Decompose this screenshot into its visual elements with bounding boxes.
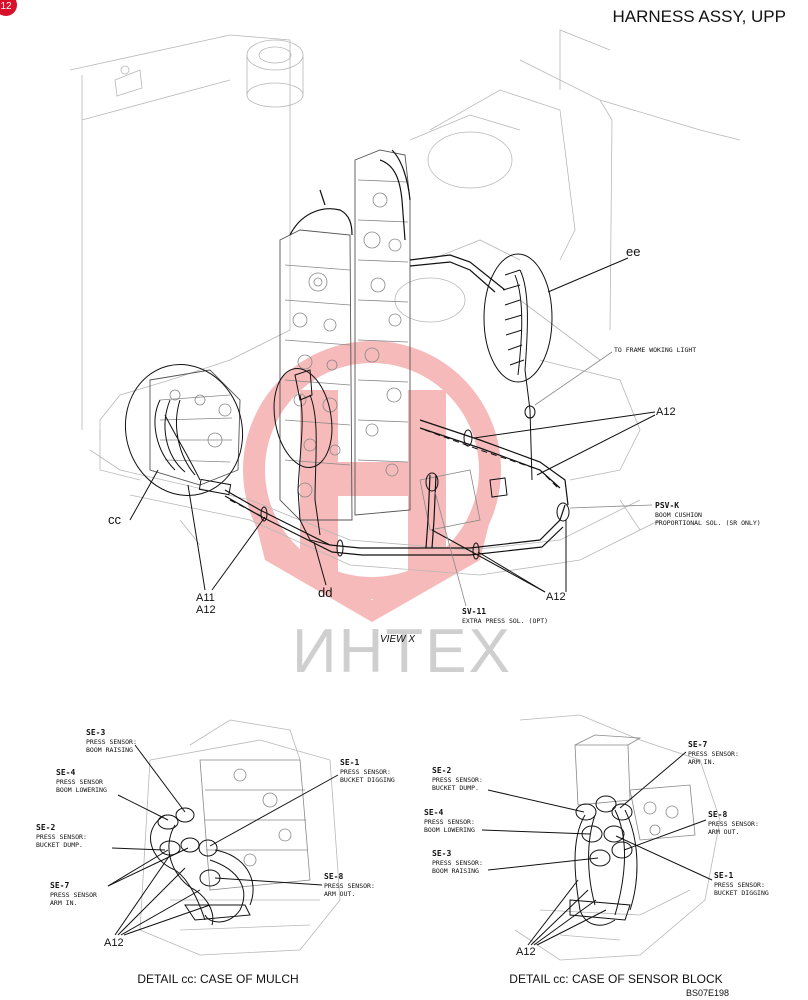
page-badge: 12 <box>0 0 17 16</box>
view-x-caption: VIEW X <box>380 634 415 645</box>
callout-a12-left: A12 <box>196 604 216 616</box>
block-se3-l1: PRESS SENSOR: <box>432 859 483 867</box>
block-se7-l1: PRESS SENSOR: <box>688 750 739 758</box>
block-se1-l1: PRESS SENSOR: <box>714 881 765 889</box>
block-se4-l1: PRESS SENSOR: <box>424 818 475 826</box>
block-se8-l1: PRESS SENSOR: <box>708 820 759 828</box>
page-title: HARNESS ASSY, UPP <box>612 7 786 26</box>
detail-sensor-block-drawing <box>514 714 721 961</box>
callout-frame-light: TO FRAME WOKING LIGHT <box>614 346 696 354</box>
callout-ee: ee <box>626 244 640 259</box>
block-se1-code: SE-1 <box>714 871 733 880</box>
main-harness <box>224 149 570 560</box>
mulch-se1-l1: PRESS SENSOR: <box>340 768 391 776</box>
callout-a12-upper: A12 <box>656 406 676 418</box>
detail-mulch-labels: SE-3 PRESS SENSOR: BOOM RAISING SE-4 PRE… <box>36 728 395 949</box>
mulch-se8-l2: ARM OUT. <box>324 890 355 898</box>
callout-a11: A11 <box>196 592 215 604</box>
block-se4-l2: BOOM LOWERING <box>424 826 475 834</box>
page-badge-number: 12 <box>0 1 12 12</box>
block-se2-l1: PRESS SENSOR: <box>432 776 483 784</box>
callout-cc: cc <box>108 512 122 527</box>
detail-circle-cc <box>124 364 244 496</box>
detail-mulch-drawing <box>139 719 341 956</box>
block-se8-code: SE-8 <box>708 810 727 819</box>
block-se3-code: SE-3 <box>432 849 451 858</box>
mulch-se7-code: SE-7 <box>50 881 69 890</box>
block-se7-l2: ARM IN. <box>688 758 715 766</box>
mulch-se2-l2: BUCKET DUMP. <box>36 841 83 849</box>
block-a12: A12 <box>516 946 536 958</box>
connector-dd <box>294 369 331 546</box>
block-se8-l2: ARM OUT. <box>708 828 739 836</box>
detail-circle-ee <box>483 253 553 383</box>
sensor-cluster-ee <box>502 269 533 481</box>
leader-lines-sensor-block <box>481 751 713 946</box>
mulch-se4-l1: PRESS SENSOR <box>56 778 103 786</box>
callout-dd: dd <box>318 585 332 600</box>
mulch-se4-l2: BOOM LOWERING <box>56 786 107 794</box>
mulch-se2-code: SE-2 <box>36 823 55 832</box>
mulch-se7-l1: PRESS SENSOR <box>50 891 97 899</box>
mulch-se8-l1: PRESS SENSOR: <box>324 882 375 890</box>
callout-psv-k-line1: BOOM CUSHION <box>655 511 702 519</box>
mulch-se4-code: SE-4 <box>56 768 75 777</box>
detail-mulch-caption: DETAIL cc: CASE OF MULCH <box>137 972 298 986</box>
mulch-se7-l2: ARM IN. <box>50 899 77 907</box>
mulch-se3-l2: BOOM RAISING <box>86 746 133 754</box>
callout-psv-k-code: PSV-K <box>655 501 679 510</box>
control-valve-left <box>279 229 353 521</box>
mulch-se8-code: SE-8 <box>324 872 343 881</box>
watermark-logo <box>243 341 501 622</box>
detail-sensor-block-labels: SE-2 PRESS SENSOR: BUCKET DUMP. SE-4 PRE… <box>424 740 769 958</box>
callout-a12-bottom: A12 <box>546 591 566 603</box>
callout-psv-k-line2: PROPORTIONAL SOL. (SR ONLY) <box>655 519 761 527</box>
block-se3-l2: BOOM RAISING <box>432 867 479 875</box>
detail-sensor-block-caption: DETAIL cc: CASE OF SENSOR BLOCK <box>509 972 722 986</box>
leader-lines-view-x <box>129 257 656 607</box>
block-se2-code: SE-2 <box>432 766 451 775</box>
mulch-se3-l1: PRESS SENSOR: <box>86 738 137 746</box>
leader-lines-mulch <box>107 744 339 936</box>
callout-sv11-code: SV-11 <box>462 607 486 616</box>
mulch-a12: A12 <box>104 937 124 949</box>
mulch-se3-code: SE-3 <box>86 728 105 737</box>
drawing-code: BS07E198 <box>686 988 729 998</box>
mulch-se2-l1: PRESS SENSOR: <box>36 833 87 841</box>
block-se4-code: SE-4 <box>424 808 443 817</box>
block-se2-l2: BUCKET DUMP. <box>432 784 479 792</box>
sensor-cluster-cc <box>149 369 241 496</box>
mulch-se1-code: SE-1 <box>340 758 359 767</box>
block-se1-l2: BUCKET DIGGING <box>714 889 769 897</box>
block-se7-code: SE-7 <box>688 740 707 749</box>
watermark-text: ИНТЕХ <box>292 617 512 686</box>
mulch-se1-l2: BUCKET DIGGING <box>340 776 395 784</box>
detail-circle-dd <box>273 368 333 468</box>
callout-sv11-desc: EXTRA PRESS SOL. (OPT) <box>462 617 548 625</box>
